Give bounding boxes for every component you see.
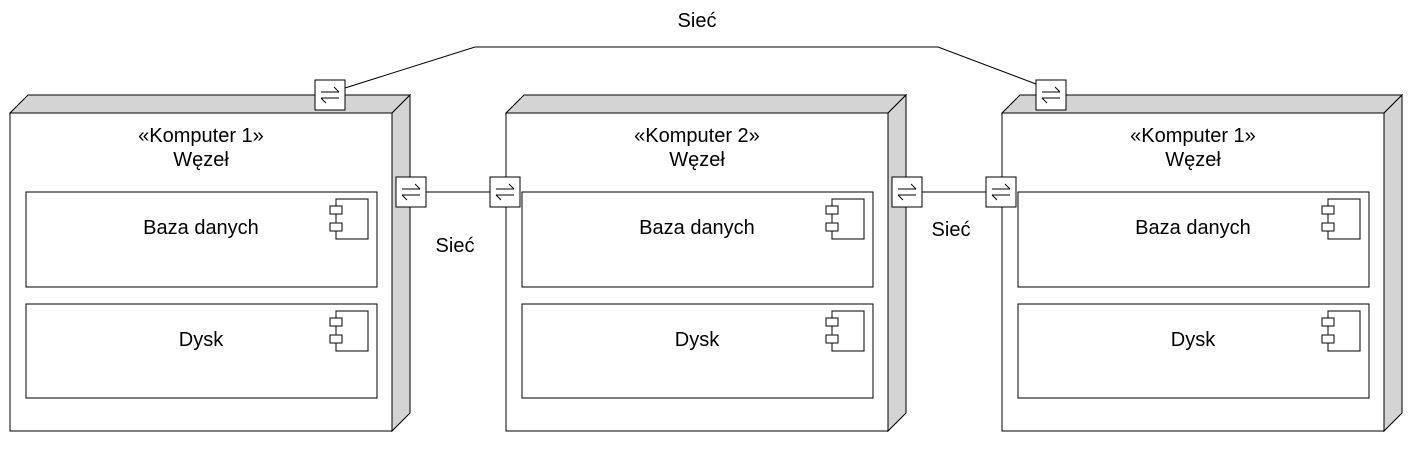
component-icon [1321, 310, 1361, 352]
node-kind: Węzeł [173, 149, 229, 171]
bidirectional-port-icon[interactable] [985, 176, 1017, 208]
bidirectional-port-icon[interactable] [891, 176, 923, 208]
node-stereotype: «Komputer 2» [634, 125, 760, 147]
node-1[interactable]: «Komputer 1» Węzeł Baza danych Dysk [8, 93, 412, 433]
bidirectional-port-icon[interactable] [1035, 79, 1067, 111]
component-dysk[interactable]: Dysk [1017, 303, 1370, 399]
component-icon [825, 310, 865, 352]
node-2[interactable]: «Komputer 2» Węzeł Baza danych Dysk [504, 93, 908, 433]
component-baza-danych[interactable]: Baza danych [1017, 191, 1370, 288]
component-label: Dysk [675, 329, 720, 351]
component-icon [329, 310, 369, 352]
node-stereotype: «Komputer 1» [138, 125, 264, 147]
network-label-right: Sieć [932, 219, 971, 241]
component-label: Baza danych [1135, 217, 1251, 239]
component-icon [825, 198, 865, 240]
network-link-left: Sieć [426, 191, 490, 257]
component-baza-danych[interactable]: Baza danych [521, 191, 874, 288]
bidirectional-port-icon[interactable] [314, 79, 346, 111]
component-icon [329, 198, 369, 240]
node-kind: Węzeł [1165, 149, 1221, 171]
bidirectional-port-icon[interactable] [395, 176, 427, 208]
component-icon [1321, 198, 1361, 240]
network-link-top: Sieć [344, 10, 1053, 91]
node-kind: Węzeł [669, 149, 725, 171]
component-label: Baza danych [639, 217, 755, 239]
node-stereotype: «Komputer 1» [1130, 125, 1256, 147]
network-label-left: Sieć [436, 235, 475, 257]
network-label-top: Sieć [678, 10, 717, 32]
network-link-right: Sieć [922, 191, 986, 241]
component-baza-danych[interactable]: Baza danych [25, 191, 378, 288]
component-dysk[interactable]: Dysk [521, 303, 874, 399]
component-label: Dysk [179, 329, 224, 351]
component-label: Baza danych [143, 217, 259, 239]
node-3[interactable]: «Komputer 1» Węzeł Baza danych Dysk [1000, 93, 1404, 433]
component-dysk[interactable]: Dysk [25, 303, 378, 399]
component-label: Dysk [1171, 329, 1216, 351]
bidirectional-port-icon[interactable] [489, 176, 521, 208]
